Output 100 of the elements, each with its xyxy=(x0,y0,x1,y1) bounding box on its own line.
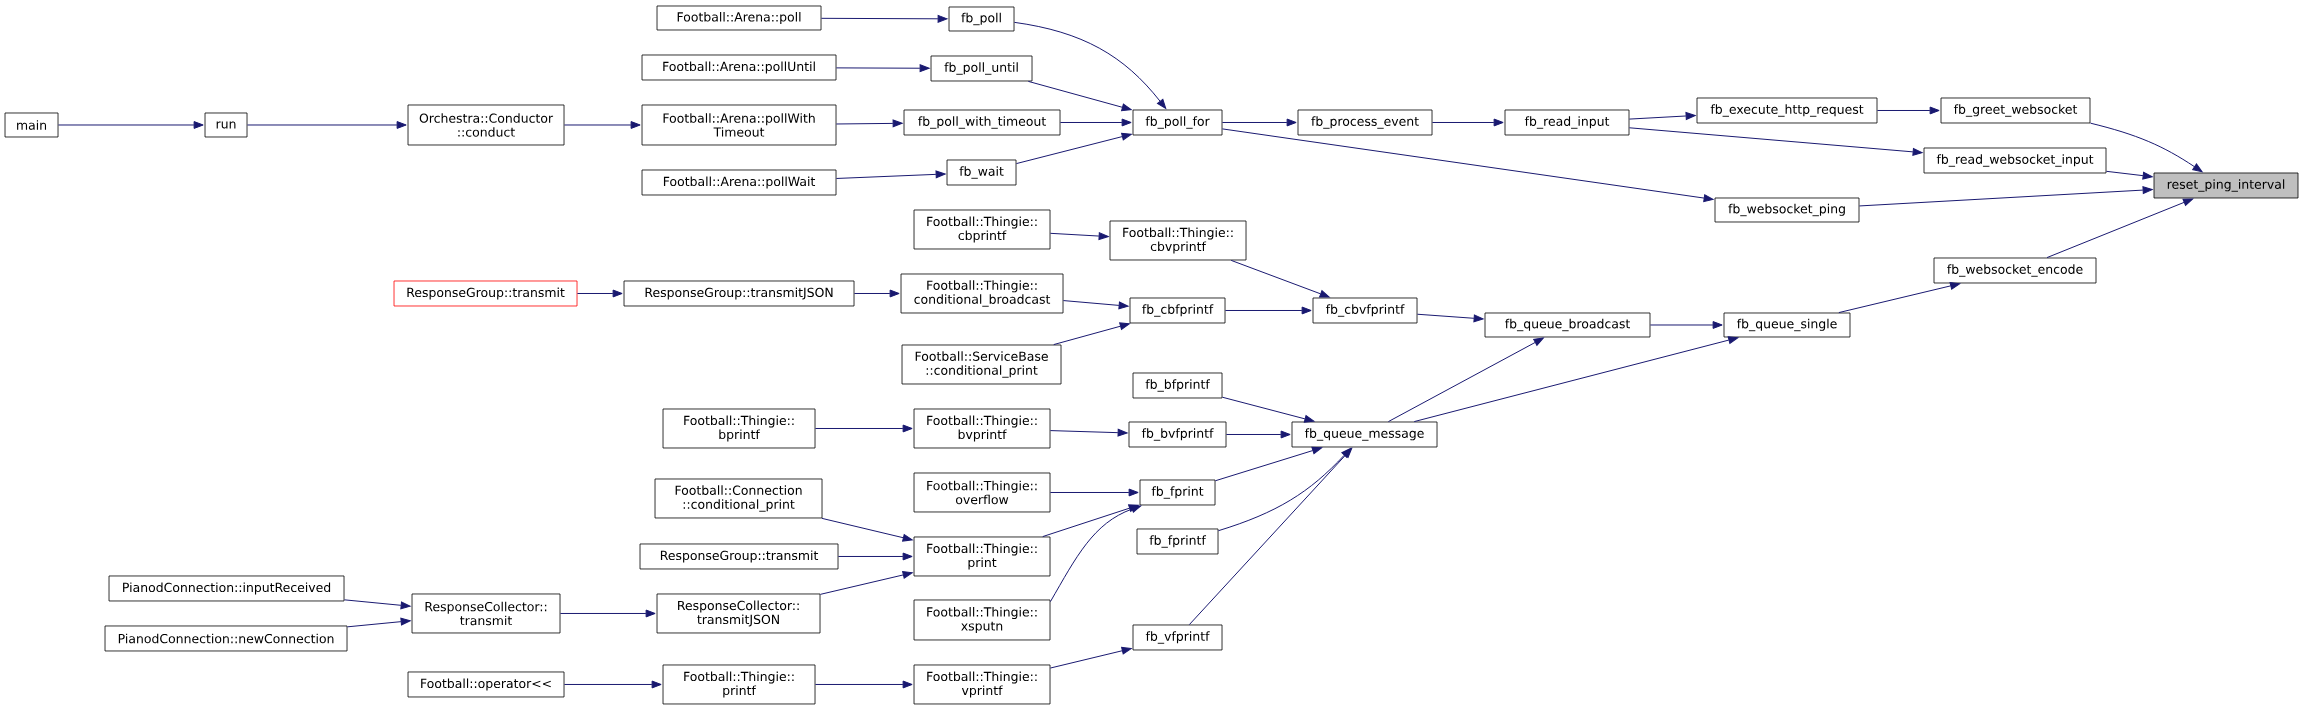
function-box: fb_cbfprintf xyxy=(1129,297,1226,324)
function-box: fb_websocket_encode xyxy=(1933,257,2097,284)
arrow xyxy=(1858,186,2153,207)
function-box: fb_websocket_ping xyxy=(1714,197,1860,223)
arrow xyxy=(1049,488,1139,497)
arrow xyxy=(563,680,662,689)
arrow xyxy=(1027,80,1132,112)
arrow xyxy=(1059,118,1132,127)
function-box: fb_poll xyxy=(948,6,1015,32)
function-box: fb_cbvfprintf xyxy=(1312,297,1418,324)
function-box: Football::Thingie:: conditional_broadcast xyxy=(900,273,1064,314)
arrow xyxy=(1224,306,1312,315)
function-box: fb_bfprintf xyxy=(1132,372,1223,399)
arrow xyxy=(1188,447,1353,626)
function-box: Football::Arena::pollWith Timeout xyxy=(641,104,837,146)
arrow xyxy=(1015,132,1132,165)
arrow xyxy=(246,121,407,129)
arrow xyxy=(820,14,948,23)
arrow xyxy=(1413,336,1739,423)
arrow xyxy=(563,121,641,129)
arrow xyxy=(1049,646,1132,669)
function-box: fb_queue_broadcast xyxy=(1484,312,1651,338)
arrow xyxy=(576,289,623,298)
function-box: Orchestra::Conductor ::conduct xyxy=(407,104,565,146)
function-box: main xyxy=(4,112,59,138)
arrow xyxy=(1049,428,1128,437)
arrow xyxy=(1628,112,1696,120)
arrow xyxy=(1628,127,1923,156)
function-box: fb_wait xyxy=(946,159,1017,186)
arrow xyxy=(835,64,930,73)
arrow xyxy=(1221,118,1297,127)
function-box: fb_fprint xyxy=(1139,479,1216,506)
function-box: ResponseGroup::transmit xyxy=(393,280,578,307)
function-box: Football::operator<< xyxy=(407,671,565,698)
function-box: PianodConnection::newConnection xyxy=(104,625,348,652)
arrow xyxy=(814,424,913,433)
function-box: Football::Thingie:: cbvprintf xyxy=(1109,220,1247,261)
function-box: PianodConnection::inputReceived xyxy=(108,575,345,602)
arrow xyxy=(1838,282,1961,314)
function-box: fb_bvfprintf xyxy=(1128,421,1227,448)
arrow xyxy=(821,517,913,542)
function-box: fb_queue_message xyxy=(1291,421,1438,448)
function-box: fb_fprintf xyxy=(1136,528,1219,555)
function-box: Football::Thingie:: printf xyxy=(662,664,816,705)
arrow xyxy=(2046,198,2194,259)
function-box: reset_ping_interval xyxy=(2153,172,2299,199)
function-box: fb_poll_for xyxy=(1132,109,1223,136)
arrow xyxy=(1221,128,1714,202)
function-box: fb_poll_with_timeout xyxy=(903,109,1061,136)
function-box: ResponseGroup::transmitJSON xyxy=(623,280,855,307)
arrow xyxy=(1230,259,1330,298)
arrow xyxy=(814,680,913,689)
function-box: Football::Thingie:: cbprintf xyxy=(913,209,1051,250)
function-box: fb_poll_until xyxy=(930,55,1033,82)
arrow xyxy=(1876,106,1940,115)
arrow xyxy=(57,121,204,129)
arrow xyxy=(1221,396,1315,423)
arrow xyxy=(835,170,946,179)
function-box: Football::Arena::poll xyxy=(656,5,822,31)
function-box: Football::Thingie:: bvprintf xyxy=(913,408,1051,449)
arrow xyxy=(343,599,411,610)
function-box: Football::Thingie:: vprintf xyxy=(913,664,1051,705)
arrow xyxy=(559,609,656,618)
arrow xyxy=(1649,321,1723,329)
arrow xyxy=(2089,122,2203,173)
function-box: fb_greet_websocket xyxy=(1940,97,2091,124)
arrow xyxy=(1225,430,1291,439)
function-box: fb_queue_single xyxy=(1723,312,1851,338)
arrow xyxy=(2105,170,2153,180)
function-box: Football::Connection ::conditional_print xyxy=(654,478,823,519)
function-box: Football::Arena::pollWait xyxy=(641,169,837,196)
arrow xyxy=(1387,337,1544,423)
function-box: fb_read_input xyxy=(1504,109,1630,136)
function-box: fb_vfprintf xyxy=(1132,624,1223,651)
arrow xyxy=(1049,505,1142,603)
arrow xyxy=(837,552,913,561)
arrow xyxy=(819,571,913,595)
arrow xyxy=(1431,118,1504,127)
arrow xyxy=(1053,322,1130,346)
arrow xyxy=(835,119,903,128)
arrow xyxy=(1013,21,1167,109)
function-box: fb_read_websocket_input xyxy=(1923,147,2107,174)
arrow xyxy=(1062,300,1129,310)
function-box: run xyxy=(204,112,248,138)
function-box: Football::ServiceBase ::conditional_print xyxy=(901,344,1062,385)
arrow xyxy=(1214,446,1323,482)
function-box: ResponseCollector:: transmit xyxy=(411,593,561,634)
arrow xyxy=(346,617,411,628)
arrow xyxy=(853,289,900,298)
function-box: Football::Arena::pollUntil xyxy=(641,54,837,81)
function-box: ResponseGroup::transmit xyxy=(639,543,839,570)
arrow xyxy=(1049,232,1109,240)
function-box: fb_execute_http_request xyxy=(1696,97,1878,124)
function-box: Football::Thingie:: xsputn xyxy=(913,599,1051,641)
arrow xyxy=(1416,313,1484,323)
function-box: fb_process_event xyxy=(1297,109,1433,136)
function-box: Football::Thingie:: overflow xyxy=(913,472,1051,513)
function-box: Football::Thingie:: bprintf xyxy=(662,408,816,449)
function-box: Football::Thingie:: print xyxy=(913,536,1051,577)
function-box: ResponseCollector:: transmitJSON xyxy=(656,593,821,634)
